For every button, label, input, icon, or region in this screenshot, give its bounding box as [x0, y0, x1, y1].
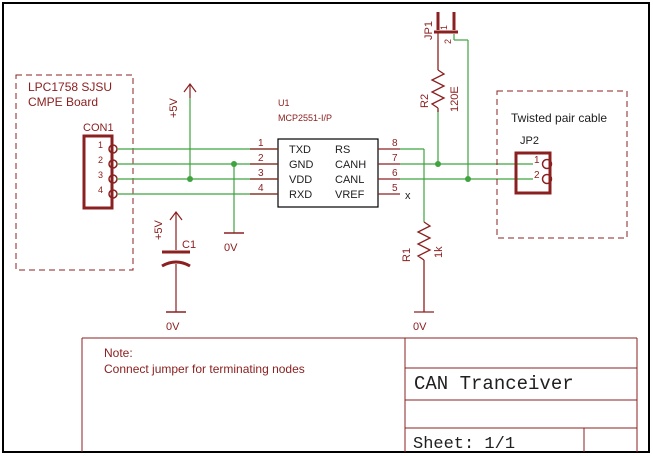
nets — [117, 34, 533, 233]
con1-pin-num-3: 3 — [98, 170, 103, 180]
resistor-r1 — [414, 221, 434, 313]
con1-pin-num-4: 4 — [98, 185, 103, 195]
jp2-body — [514, 151, 552, 195]
vcc-label: +5V — [168, 97, 180, 118]
cable-title: Twisted pair cable — [511, 111, 607, 125]
ic-pin-num-4: 4 — [258, 183, 264, 194]
sheet-number: Sheet: 1/1 — [413, 435, 515, 454]
r2-value: 120E — [449, 86, 461, 112]
ic-pin-canh: CANH — [335, 159, 366, 171]
board-title-line2: CMPE Board — [28, 95, 98, 109]
cap-label: C1 — [182, 239, 196, 251]
drawing-title: CAN Tranceiver — [414, 373, 574, 395]
jp2-pin-2 — [541, 173, 553, 185]
ic-ref: U1 — [278, 98, 290, 108]
ic-part: MCP2551-I/P — [278, 113, 332, 123]
r1-value: 1k — [433, 246, 445, 258]
ic-pin-gnd: GND — [289, 159, 314, 171]
ic-pin-canl: CANL — [335, 174, 364, 186]
ic-pin-vdd: VDD — [289, 174, 312, 186]
ic-pin-num-1: 1 — [258, 138, 264, 149]
r2-name: R2 — [419, 94, 431, 108]
r1-name: R1 — [401, 248, 413, 262]
junction-canl — [465, 176, 471, 182]
jp2-pin-num-1: 1 — [534, 155, 540, 166]
ic-pin-stubs — [250, 148, 400, 195]
ic-pin-vref: VREF — [335, 189, 365, 201]
jp1-pin2: 2 — [443, 39, 453, 44]
capacitor-c1 — [161, 250, 191, 313]
ic-pin-num-6: 6 — [392, 168, 398, 179]
ic-pin-num-7: 7 — [392, 153, 398, 164]
ic-body — [277, 138, 379, 208]
note-heading: Note: — [104, 346, 133, 360]
ic-pin-txd: TXD — [289, 144, 311, 156]
jp2-pin-num-2: 2 — [534, 170, 540, 181]
jp2-pin-1 — [541, 158, 553, 170]
jp1-pin1: 1 — [439, 25, 449, 30]
cap-vcc-symbol — [169, 211, 183, 250]
note-text: Connect jumper for terminating nodes — [104, 362, 305, 376]
jp2-label: JP2 — [520, 135, 539, 147]
title-block — [81, 337, 638, 452]
junction-gnd — [231, 161, 237, 167]
con1-label: CON1 — [83, 122, 114, 134]
ic-pin-num-5: 5 — [392, 183, 398, 194]
con1-pin-num-1: 1 — [98, 140, 103, 150]
con1-body — [82, 134, 114, 210]
vcc-symbol — [183, 83, 197, 98]
gnd-label-left: 0V — [224, 242, 238, 254]
board-title-line1: LPC1758 SJSU — [28, 80, 112, 94]
gnd-label-r1: 0V — [413, 321, 427, 333]
ic-pin-num-2: 2 — [258, 153, 264, 164]
junction-5v — [187, 176, 193, 182]
jp1-name: JP1 — [423, 21, 435, 40]
jumper-jp1 — [434, 12, 458, 40]
ic-pin-rs: RS — [335, 144, 350, 156]
ic-pin-num-8: 8 — [392, 138, 398, 149]
board-dashed-box — [15, 74, 134, 271]
cap-vcc-label: +5V — [153, 219, 165, 240]
resistor-r2 — [430, 40, 446, 112]
ic-nc-mark: x — [405, 190, 411, 202]
junction-canh — [435, 161, 441, 167]
ic-pin-rxd: RXD — [289, 189, 312, 201]
gnd-label-cap: 0V — [166, 321, 180, 333]
ic-pin-num-3: 3 — [258, 168, 264, 179]
junctions — [187, 161, 471, 182]
cable-dashed-box — [496, 90, 628, 239]
con1-pin-num-2: 2 — [98, 155, 103, 165]
